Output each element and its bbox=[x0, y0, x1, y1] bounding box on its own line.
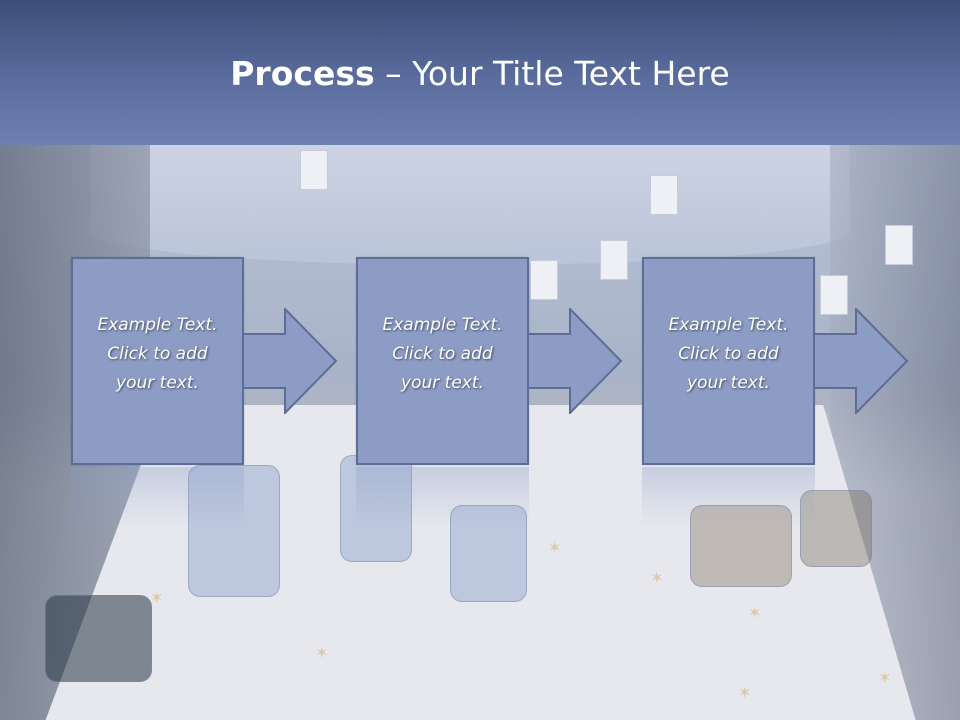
hanging-tag bbox=[300, 150, 328, 190]
step-reflection bbox=[642, 467, 815, 527]
title-band: Process – Your Title Text Here bbox=[0, 0, 960, 145]
step-text: Example Text. Click to add your text. bbox=[358, 311, 527, 398]
step-line-2: Click to add bbox=[678, 344, 779, 364]
step-line-3: your text. bbox=[401, 373, 484, 393]
title-bold: Process bbox=[230, 54, 375, 93]
slide-title[interactable]: Process – Your Title Text Here bbox=[0, 52, 960, 96]
hanging-tag bbox=[820, 275, 848, 315]
step-text: Example Text. Click to add your text. bbox=[73, 311, 242, 398]
process-step-1[interactable]: Example Text. Click to add your text. bbox=[71, 257, 244, 465]
step-line-1: Example Text. bbox=[668, 315, 789, 335]
starfish-icon: ✶ bbox=[748, 603, 762, 622]
hanging-tag bbox=[650, 175, 678, 215]
title-rest: – Your Title Text Here bbox=[374, 54, 730, 93]
jar bbox=[340, 455, 412, 562]
starfish-icon: ✶ bbox=[150, 588, 164, 607]
starfish-icon: ✶ bbox=[878, 668, 892, 687]
jar bbox=[450, 505, 527, 602]
hanging-tag bbox=[885, 225, 913, 265]
process-step-2[interactable]: Example Text. Click to add your text. bbox=[356, 257, 529, 465]
right-arrow-icon bbox=[243, 308, 338, 414]
drape-decoration bbox=[90, 145, 850, 265]
step-reflection bbox=[356, 467, 529, 527]
jar bbox=[188, 465, 280, 597]
hanging-tag bbox=[600, 240, 628, 280]
process-step-3[interactable]: Example Text. Click to add your text. bbox=[642, 257, 815, 465]
step-reflection bbox=[71, 467, 244, 527]
starfish-icon: ✶ bbox=[315, 643, 329, 662]
step-line-2: Click to add bbox=[392, 344, 493, 364]
starfish-icon: ✶ bbox=[548, 538, 562, 557]
basket bbox=[690, 505, 792, 587]
step-line-3: your text. bbox=[116, 373, 199, 393]
step-line-2: Click to add bbox=[107, 344, 208, 364]
right-arrow-icon bbox=[814, 308, 909, 414]
step-text: Example Text. Click to add your text. bbox=[644, 311, 813, 398]
right-arrow-icon bbox=[528, 308, 623, 414]
photo-frame bbox=[800, 490, 872, 567]
step-line-3: your text. bbox=[687, 373, 770, 393]
starfish-icon: ✶ bbox=[738, 683, 752, 702]
step-line-1: Example Text. bbox=[382, 315, 503, 335]
background-photo: ✶ ✶ ✶ ✶ ✶ ✶ ✶ bbox=[0, 145, 960, 720]
bag bbox=[45, 595, 152, 682]
starfish-icon: ✶ bbox=[650, 568, 664, 587]
hanging-tag bbox=[530, 260, 558, 300]
step-line-1: Example Text. bbox=[97, 315, 218, 335]
